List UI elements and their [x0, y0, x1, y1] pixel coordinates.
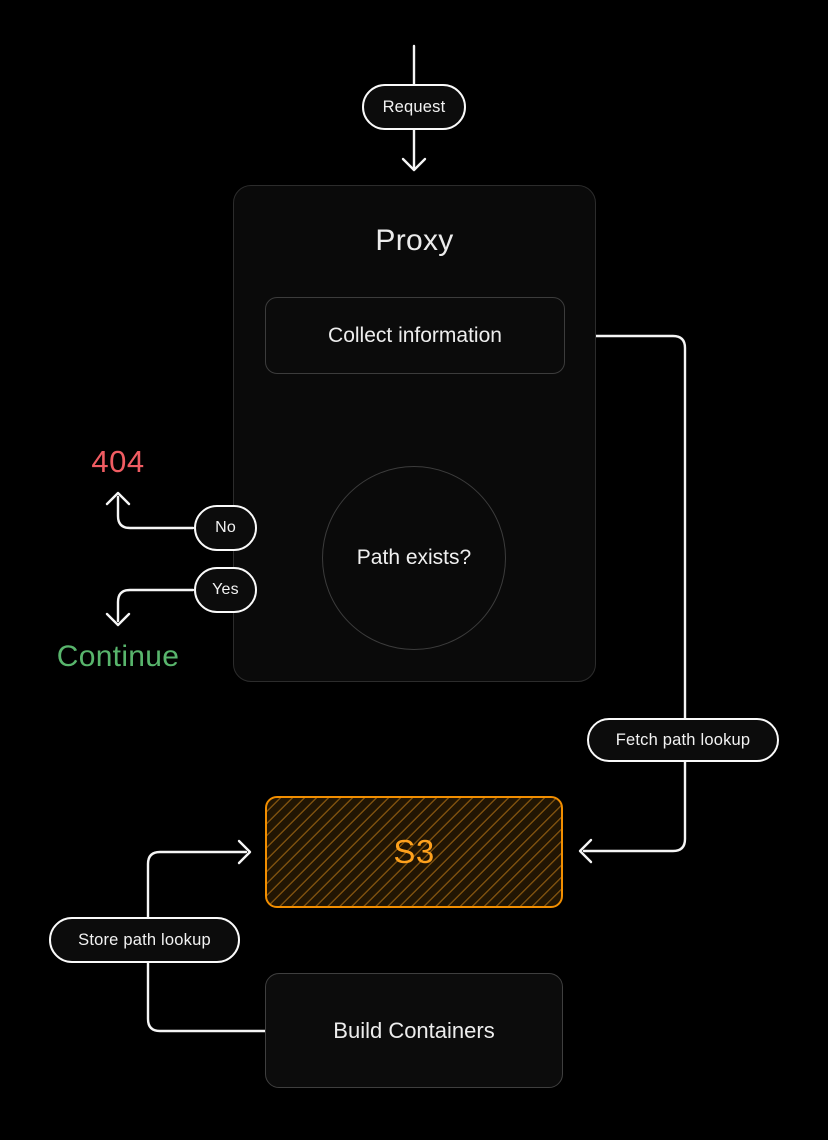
- no-label: No: [215, 519, 236, 536]
- wire-yes-continue: [116, 588, 195, 623]
- s3-node: S3: [265, 796, 563, 908]
- arrowhead-left-s3: [578, 838, 593, 864]
- build-containers-label: Build Containers: [333, 1017, 495, 1043]
- arrowhead-right-s3: [237, 839, 252, 865]
- fetch-path-lookup-pill: Fetch path lookup: [587, 718, 779, 762]
- arrowhead-down-continue: [105, 612, 131, 627]
- wire-no-404: [116, 495, 195, 530]
- path-exists-label: Path exists?: [356, 546, 472, 569]
- yes-branch-pill: Yes: [194, 567, 257, 613]
- build-containers-node: Build Containers: [265, 973, 563, 1088]
- yes-label: Yes: [212, 581, 239, 598]
- proxy-title: Proxy: [375, 224, 454, 257]
- path-exists-decision-node: Path exists?: [322, 466, 506, 650]
- store-path-lookup-label: Store path lookup: [78, 930, 211, 949]
- arrowhead-down-proxy: [401, 157, 427, 172]
- request-label: Request: [382, 97, 446, 116]
- store-path-lookup-pill: Store path lookup: [49, 917, 240, 963]
- s3-label: S3: [393, 833, 435, 870]
- request-node: Request: [362, 84, 466, 130]
- collect-information-node: Collect information: [265, 297, 565, 374]
- collect-information-label: Collect information: [328, 323, 502, 347]
- outcome-404-label: 404: [91, 444, 145, 479]
- no-branch-pill: No: [194, 505, 257, 551]
- fetch-path-lookup-label: Fetch path lookup: [615, 730, 751, 749]
- outcome-continue-label: Continue: [56, 640, 180, 673]
- arrowhead-up-404: [105, 491, 131, 506]
